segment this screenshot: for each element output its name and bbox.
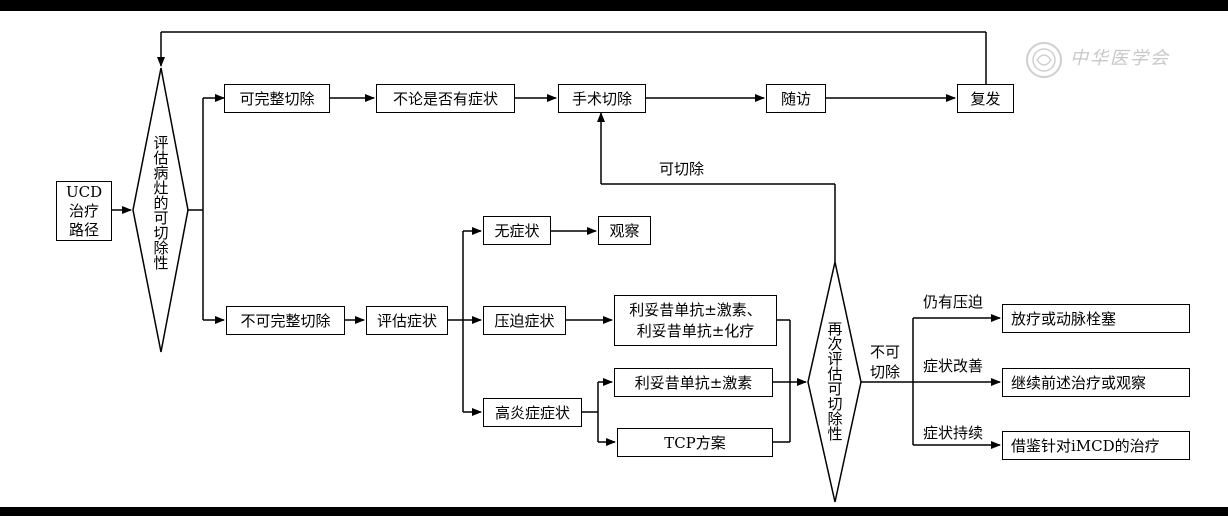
tcp-box: TCP方案 [617, 428, 773, 457]
observe-label: 观察 [609, 221, 640, 240]
relapse-label: 复发 [970, 89, 1001, 108]
reassess-diamond-shape [807, 261, 862, 503]
imcd-box: 借鉴针对iMCD的治疗 [1002, 431, 1190, 460]
rtx-combo-line2: 利妥昔单抗±化疗 [636, 322, 755, 340]
continue-treatment-box: 继续前述治疗或观察 [1002, 368, 1190, 397]
top-border [0, 0, 1228, 11]
inflammatory-label: 高炎症症状 [494, 403, 570, 422]
compression-box: 压迫症状 [483, 306, 566, 335]
symptom-improve-label: 症状改善 [923, 357, 984, 375]
rtx-steroid-box: 利妥昔单抗±激素 [614, 368, 773, 397]
followup-box: 随访 [766, 84, 826, 113]
symptom-persist-label: 症状持续 [923, 424, 984, 442]
no-symptoms-box: 无症状 [483, 216, 551, 245]
incomplete-resect-box: 不可完整切除 [226, 306, 345, 335]
assess-symptoms-box: 评估症状 [366, 306, 448, 335]
still-compression-label: 仍有压迫 [923, 293, 984, 311]
start-label: UCD治疗路径 [66, 182, 103, 239]
imcd-label: 借鉴针对iMCD的治疗 [1011, 436, 1160, 455]
radiation-label: 放疗或动脉栓塞 [1011, 309, 1117, 328]
compression-label: 压迫症状 [494, 311, 555, 330]
relapse-box: 复发 [957, 84, 1014, 113]
assess-diamond-label: 评估病灶的可切除性 [153, 134, 169, 272]
rtx-steroid-label: 利妥昔单抗±激素 [634, 373, 753, 392]
complete-resect-label: 可完整切除 [239, 89, 315, 108]
resectable-label: 可切除 [659, 160, 705, 178]
society-logo-icon [1026, 42, 1062, 78]
watermark-text: 中华医学会 [1070, 48, 1170, 69]
bottom-border [0, 507, 1228, 516]
rtx-combo-line1: 利妥昔单抗±激素、 [629, 301, 762, 319]
regardless-symptoms-box: 不论是否有症状 [376, 84, 515, 113]
tcp-label: TCP方案 [664, 433, 726, 452]
continue-treatment-label: 继续前述治疗或观察 [1011, 373, 1147, 392]
no-symptoms-label: 无症状 [494, 221, 540, 240]
radiation-box: 放疗或动脉栓塞 [1002, 304, 1190, 333]
observe-box: 观察 [598, 216, 651, 245]
surgery-label: 手术切除 [571, 89, 632, 108]
start-box: UCD治疗路径 [56, 181, 112, 241]
complete-resect-box: 可完整切除 [224, 84, 330, 113]
unresectable-label: 不可切除 [869, 343, 900, 381]
followup-label: 随访 [780, 89, 811, 108]
inflammatory-box: 高炎症症状 [483, 398, 582, 427]
surgery-box: 手术切除 [558, 84, 646, 113]
assess-diamond-shape [132, 67, 189, 353]
reassess-diamond-label: 再次评估可切除性 [827, 320, 843, 443]
regardless-symptoms-label: 不论是否有症状 [392, 89, 498, 108]
rtx-combo-box: 利妥昔单抗±激素、 利妥昔单抗±化疗 [614, 295, 777, 346]
incomplete-resect-label: 不可完整切除 [240, 311, 331, 330]
assess-symptoms-label: 评估症状 [376, 311, 437, 330]
